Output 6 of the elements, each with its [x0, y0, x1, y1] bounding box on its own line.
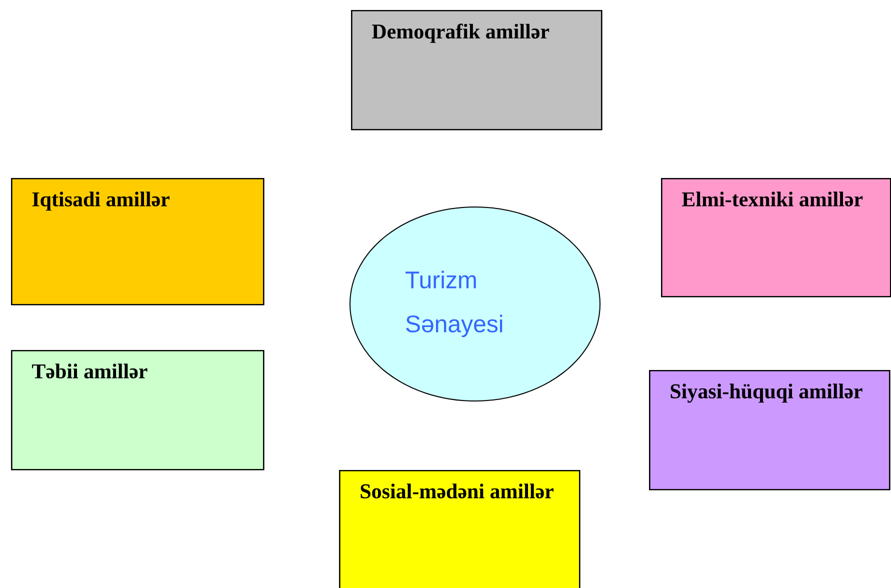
factor-box: Demoqrafik amillər — [351, 10, 602, 130]
factor-box: Iqtisadi amillər — [11, 178, 264, 306]
factor-box: Sosial-mədəni amillər — [339, 470, 580, 588]
factor-box: Siyasi-hüquqi amillər — [649, 370, 890, 490]
factor-box: Elmi-texniki amillər — [661, 178, 891, 298]
factor-box: Təbii amillər — [11, 350, 264, 470]
